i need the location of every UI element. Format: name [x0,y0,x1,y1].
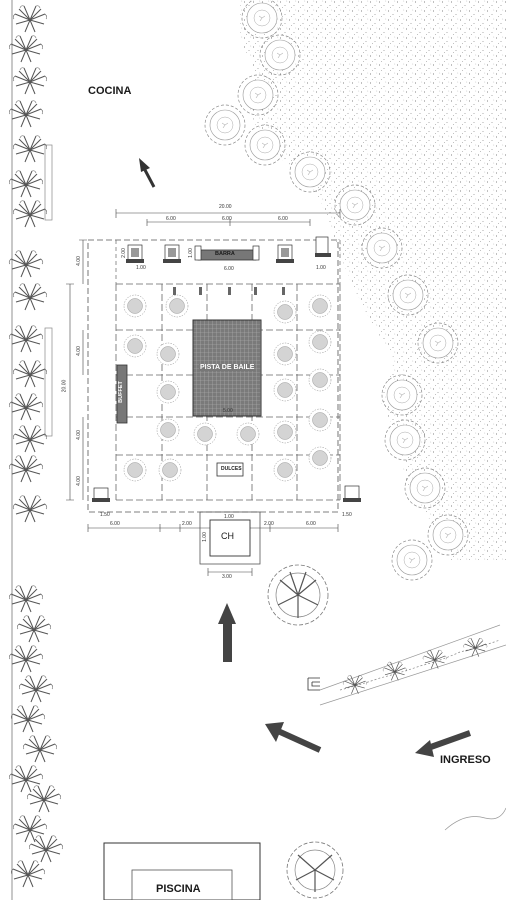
pista-label: PISTA DE BAILE [199,364,256,371]
garden-edge [444,807,506,831]
dim-top-mid: 6.00 [222,216,232,222]
dim-top-right: 6.00 [278,216,288,222]
tree-large [286,841,344,899]
dim-corner-a: 1.00 [136,265,146,271]
dim-row-c: 4.00 [75,476,82,486]
buffet-label: BUFFET [118,381,124,403]
dim-top-left: 6.00 [166,216,176,222]
planter [44,327,53,437]
cocina-label: COCINA [88,85,132,97]
barra-label: BARRA [215,251,235,257]
dim-left-total: 20.00 [61,379,68,393]
dim-bottom-right: 6.00 [306,521,316,527]
arrow-to-cocina [139,158,156,188]
dim-bottom-mid-left: 2.00 [182,521,192,527]
planter [44,144,53,221]
pool-inner [131,869,233,900]
dim-row-top: 4.00 [75,256,82,266]
tree-large [267,564,329,626]
dim-total-width: 20.00 [219,204,232,210]
arrow-up [218,603,236,662]
dim-pista: 5.00 [223,408,233,414]
dim-ch-width: 3.00 [222,574,232,580]
dim-barra: 6.00 [224,266,234,272]
dim-bottom-mid-right: 2.00 [264,521,274,527]
dulces-label: DULCES [221,466,242,472]
arrow-northwest [265,722,322,753]
ingreso-label: INGRESO [440,754,491,766]
dim-corner-br: 1.50 [342,512,352,518]
arrow-ingreso [415,730,472,757]
dim-ch-top: 1.00 [224,514,234,520]
pool-outline [103,842,261,900]
piscina-label: PISCINA [156,883,201,895]
palm-row-left [8,5,64,888]
palm-row-entrance [342,637,488,695]
dim-bottom-left: 6.00 [110,521,120,527]
dim-corner-b: 1.00 [316,265,326,271]
garden-area [240,0,506,560]
dim-barra-height: 1.00 [187,248,194,258]
dim-row-a: 4.00 [75,346,82,356]
entrance-path [319,624,506,706]
ch-label: CH [221,531,234,541]
gate-symbol [307,677,320,691]
dim-corner-side: 2.00 [120,248,127,258]
dim-ch-side: 1.00 [201,532,208,542]
dim-corner-bl: 1.50 [100,512,110,518]
dim-row-b: 4.00 [75,430,82,440]
